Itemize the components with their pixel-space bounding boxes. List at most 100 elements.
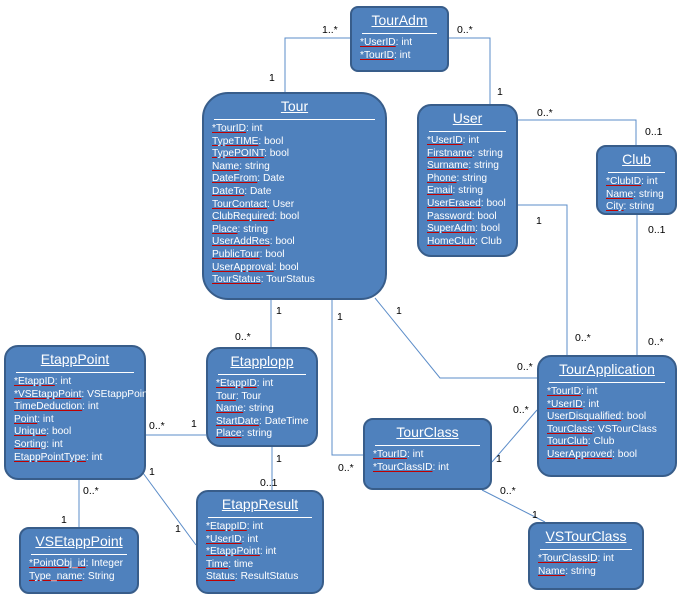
attribute-colon: : [246, 521, 253, 532]
multiplicity-label: 0..* [517, 361, 533, 373]
attribute-type: string [629, 201, 655, 213]
attribute-name: *PointObj_id [29, 558, 86, 569]
entity-title: EtappResult [221, 496, 299, 512]
attribute-row: UserApproval: bool [212, 262, 381, 275]
attribute-type: bool [617, 448, 638, 460]
attribute-row: *EtappID: int [206, 521, 318, 534]
attribute-type: string [458, 185, 484, 197]
attribute-colon: : [274, 211, 280, 223]
multiplicity-label: 1 [396, 305, 402, 317]
attribute-type: bool [480, 223, 501, 235]
entity-title: TourApplication [559, 361, 655, 377]
attribute-row: Phone: string [427, 173, 512, 186]
attribute-colon: : [633, 188, 639, 200]
attribute-type: Club [480, 235, 502, 247]
attribute-colon: : [245, 123, 252, 134]
entity-title: EtappPoint [40, 351, 110, 367]
attribute-name: UserApproved [547, 448, 613, 460]
attribute-name: TimeDeduction [14, 401, 83, 413]
multiplicity-label: 0..* [648, 336, 664, 348]
multiplicity-label: 1 [269, 72, 275, 84]
entity-tourclass[interactable]: TourClass*TourID: int*TourClassID: int [363, 418, 492, 490]
multiplicity-label: 1..* [322, 24, 338, 36]
entity-title: VSTourClass [545, 528, 627, 544]
attribute-name: TourStatus [212, 274, 261, 286]
attribute-colon: : [235, 390, 242, 402]
entity-touradm[interactable]: TourAdm*UserID: int*TourID: int [350, 6, 449, 72]
attribute-colon: : [565, 565, 571, 577]
attribute-name: TypePOINT [212, 148, 265, 160]
attribute-list: *UserID: int*TourID: int [352, 37, 447, 62]
attribute-type: DateTime [264, 415, 309, 427]
attribute-type: time [233, 558, 254, 570]
attribute-colon: : [471, 210, 478, 222]
attribute-type: int [252, 521, 264, 532]
entity-etappresult[interactable]: EtappResult *EtappID: int*UserID: int*Eta… [196, 490, 324, 594]
attribute-type: Date [249, 185, 272, 197]
attribute-type: string [243, 223, 269, 235]
attribute-colon: : [260, 274, 267, 286]
attribute-type: int [603, 553, 614, 564]
title-divider [362, 33, 437, 34]
line-tourclass-tourapplication [491, 409, 538, 463]
multiplicity-label: 0..* [149, 420, 165, 432]
attribute-type: int [265, 546, 277, 558]
attribute-row: *UserID: int [206, 534, 318, 547]
line-tourclass-vstourclass [481, 489, 546, 523]
attribute-name: StartDate [216, 415, 260, 427]
attribute-row: Place: string [212, 224, 381, 237]
attribute-colon: : [259, 415, 265, 427]
attribute-row: *TourClassID: int [538, 553, 638, 566]
attribute-name: *EtappID [216, 378, 257, 389]
attribute-type: Club [593, 436, 615, 448]
attribute-row: Password: bool [427, 211, 512, 224]
entity-etapppoint[interactable]: EtappPoint *EtappID: int*VSEtappPoint: VS… [4, 345, 151, 480]
attribute-name: Type_name [29, 570, 83, 582]
attribute-colon: : [621, 411, 627, 423]
attribute-row: Surname: string [427, 160, 512, 173]
title-divider [218, 374, 306, 375]
attribute-colon: : [580, 386, 587, 397]
attribute-name: UserApproval [212, 261, 274, 273]
attribute-row: EtappPointType: int [14, 452, 140, 465]
attribute-type: bool [51, 426, 72, 438]
attribute-type: string [244, 160, 270, 172]
attribute-colon: : [234, 571, 241, 583]
multiplicity-label: 1 [61, 514, 67, 526]
attribute-list: *EtappID: int*VSEtappPoint: VSEtappPoint… [6, 376, 151, 465]
attribute-colon: : [228, 558, 234, 570]
attribute-name: *EtappPoint [206, 546, 260, 558]
attribute-name: *VSEtappPoint [14, 388, 82, 400]
line-user-club [518, 119, 637, 145]
attribute-type: string [248, 403, 274, 415]
attribute-colon: : [256, 378, 263, 389]
attribute-name: *TourID [360, 49, 394, 61]
title-divider [31, 554, 127, 555]
attribute-row: TourStatus: TourStatus [212, 274, 381, 287]
attribute-type: string [638, 188, 664, 200]
attribute-row: *TourID: int [373, 449, 486, 462]
title-divider [608, 172, 665, 173]
attribute-colon: : [462, 135, 469, 146]
attribute-row: Type_name: String [29, 571, 133, 584]
attribute-type: VSEtappPoint [87, 388, 151, 400]
attribute-row: City: string [606, 201, 671, 214]
attribute-colon: : [239, 160, 245, 172]
attribute-row: *TourID: int [360, 50, 443, 63]
multiplicity-label: 0..* [500, 485, 516, 497]
attribute-colon: : [85, 558, 92, 569]
attribute-colon: : [592, 423, 598, 435]
attribute-name: DateFrom [212, 173, 258, 185]
title-divider [540, 549, 632, 550]
attribute-name: Point [14, 413, 38, 425]
